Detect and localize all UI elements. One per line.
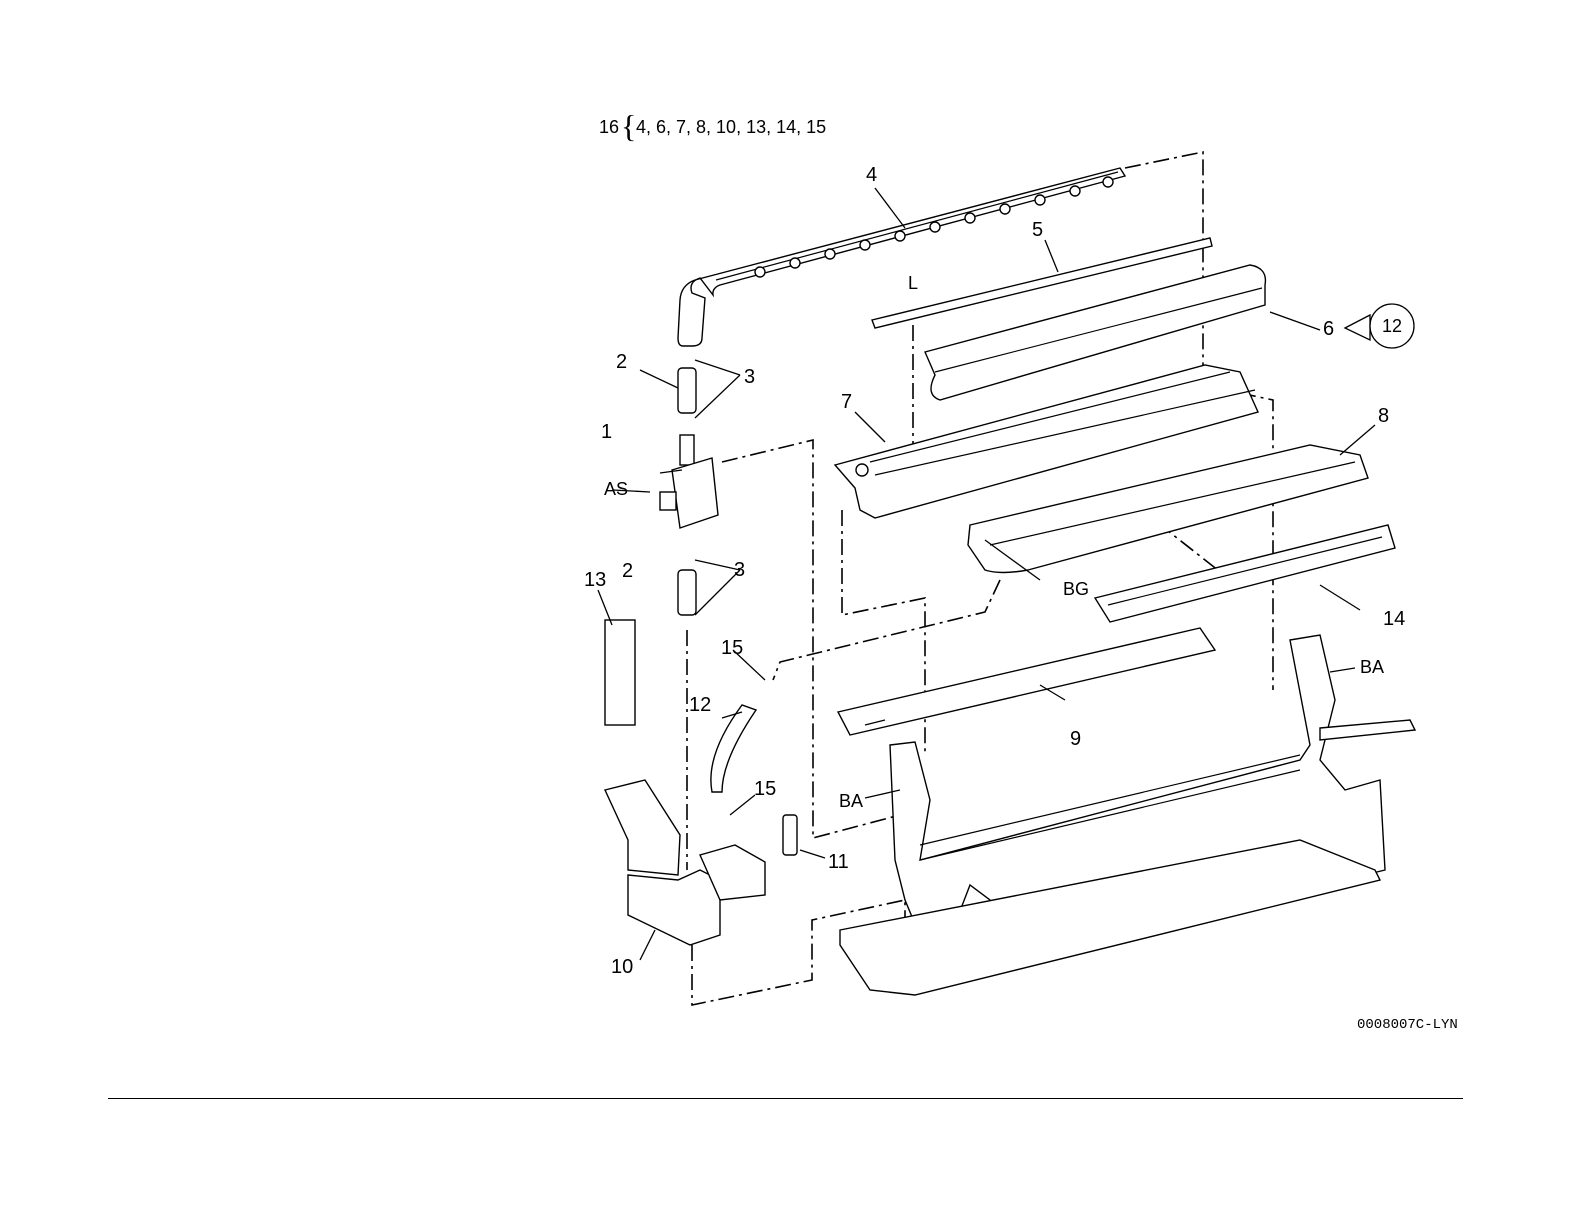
- callout-14: 14: [1383, 608, 1405, 630]
- leader-4: [875, 188, 905, 228]
- leader-5: [1045, 240, 1058, 272]
- callout-4: 4: [866, 164, 877, 186]
- callout-15-lower: 15: [754, 778, 776, 800]
- leader-7: [855, 412, 885, 442]
- code-bg: BG: [1063, 579, 1089, 599]
- callout-2-upper: 2: [616, 351, 627, 373]
- leader-8: [1340, 425, 1375, 455]
- frame-assembly: [840, 635, 1415, 995]
- code-ba-left: BA: [839, 791, 863, 811]
- callout-1: 1: [601, 421, 612, 443]
- callout-8: 8: [1378, 405, 1389, 427]
- code-ba-right: BA: [1360, 657, 1384, 677]
- waste-bottle: [605, 780, 765, 945]
- reference-pointer: [1345, 315, 1370, 340]
- footer-rule: [108, 1098, 1463, 1099]
- leader-10: [640, 930, 655, 960]
- code-as: AS: [604, 479, 628, 499]
- callout-3-lower: 3: [734, 559, 745, 581]
- reference-12: 12: [1382, 316, 1402, 336]
- callout-13: 13: [584, 569, 606, 591]
- callout-12: 12: [689, 694, 711, 716]
- leader-6: [1270, 312, 1320, 330]
- assembly-path-15: [773, 580, 1000, 680]
- kit-number: 16: [599, 117, 619, 137]
- callout-11: 11: [828, 851, 849, 873]
- callout-3-upper: 3: [744, 366, 755, 388]
- rail-plate: [838, 628, 1215, 735]
- figure-id: 0008007C-LYN: [1357, 1017, 1458, 1033]
- leader-ba-right: [1330, 668, 1355, 672]
- callout-6: 6: [1323, 318, 1334, 340]
- hose: [711, 705, 756, 792]
- leader-14: [1320, 585, 1360, 610]
- kit-brace: {: [621, 108, 636, 144]
- callout-9: 9: [1070, 728, 1081, 750]
- callout-5: 5: [1032, 219, 1043, 241]
- kit-contents: 4, 6, 7, 8, 10, 13, 14, 15: [636, 117, 826, 137]
- sensor-cable: [783, 815, 797, 855]
- waste-cover: [605, 620, 635, 725]
- assembly-path-8: [1240, 393, 1273, 690]
- callout-2-lower: 2: [622, 560, 633, 582]
- callout-10: 10: [611, 956, 633, 978]
- leader-2-1: [640, 370, 682, 473]
- callout-15-upper: 15: [721, 637, 743, 659]
- code-l: L: [908, 273, 918, 293]
- leader-11: [800, 850, 825, 858]
- callout-7: 7: [841, 391, 852, 413]
